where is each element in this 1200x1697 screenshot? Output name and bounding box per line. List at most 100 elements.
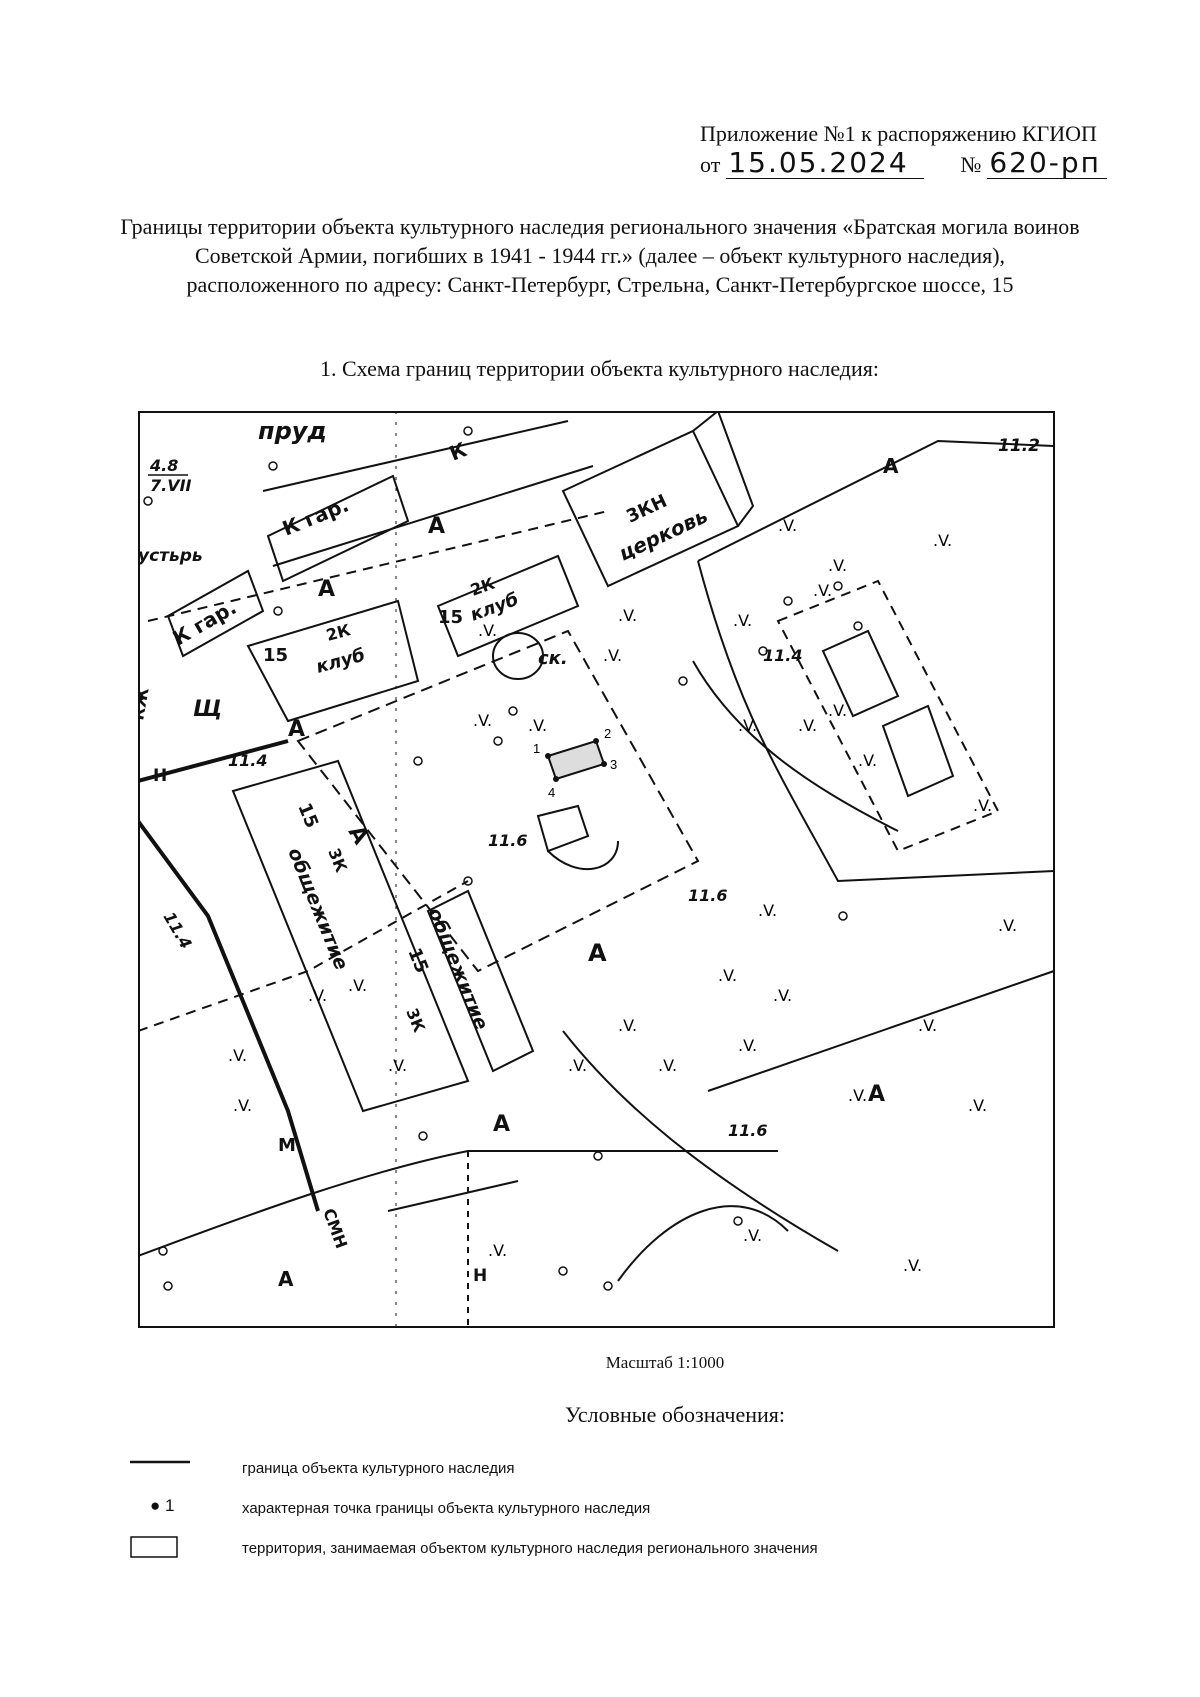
vegetation-mark: .V. [473,711,492,730]
label-elev-7-vii: 7.VII [150,476,192,495]
square-dashed [776,579,1000,853]
label-a-6: А [868,1082,885,1107]
tree-circle [593,1151,603,1161]
vegetation-mark: .V. [488,1241,507,1260]
appendix-header: Приложение №1 к распоряжению КГИОП от 15… [700,120,1160,179]
boundary-map: 1 2 3 4 .V..V..V..V..V..V..V..V..V..V..V… [138,411,1055,1328]
legend-title: Условные обозначения: [564,1402,786,1427]
vegetation-mark: .V. [778,516,797,535]
tree-circle [273,606,283,616]
garage-block-2 [166,569,265,658]
point-label-1: 1 [533,741,540,756]
vegetation-mark: .V. [738,1036,757,1055]
boundary-point-2 [593,738,599,744]
monument-curve [547,840,619,870]
label-elev-11-4a: 11.4 [228,751,267,770]
vegetation-mark: .V. [568,1056,587,1075]
vegetation-mark: .V. [528,716,547,735]
vegetation-mark: .V. [773,986,792,1005]
tree-circle [603,1281,613,1291]
label-ustye: устьрь [138,546,203,566]
decree-line: от 15.05.2024 № 620-рп [700,148,1160,179]
vegetation-mark: .V. [228,1046,247,1065]
vegetation-mark: .V. [813,581,832,600]
church-apse [692,411,755,527]
plot-2 [881,704,955,798]
label-elev-11-6c: 11.6 [728,1121,767,1140]
tree-circle [268,461,278,471]
boundary-point-4 [553,776,559,782]
label-elev-11-2: 11.2 [998,436,1040,456]
section-heading: 1. Схема границ территории объекта культ… [320,356,880,381]
boundary-line-symbol [130,1460,190,1464]
label-a-1: А [428,514,445,539]
dorm-block-2 [426,889,535,1073]
square-edge [697,439,1055,562]
heritage-boundary [138,739,289,783]
tree-circle [158,1246,168,1256]
vegetation-mark: .V. [618,1016,637,1035]
vegetation-mark: .V. [618,606,637,625]
road-lower-2 [387,1180,519,1212]
vegetation-mark: .V. [738,716,757,735]
vegetation-mark: .V. [718,966,737,985]
label-a-9: А [883,454,899,478]
road-lower-curve [617,1205,789,1282]
label-m: М [278,1135,296,1156]
label-elev-11-4b: 11.4 [763,646,802,665]
label-a-5: А [588,939,607,967]
heritage-boundary-2 [138,819,320,1212]
monument-plinth [536,804,590,853]
vegetation-mark: .V. [933,531,952,550]
label-a-7: А [493,1112,510,1137]
garage-block-1 [266,474,410,583]
vegetation-mark: .V. [233,1096,252,1115]
boundary-point-3 [601,761,607,767]
label-elev-4-8: 4.8 [149,456,178,475]
label-a-3: А [288,717,305,742]
label-a-2: А [318,577,335,602]
tree-circle [163,1281,173,1291]
vegetation-mark: .V. [348,976,367,995]
vegetation-mark: .V. [998,916,1017,935]
label-a-8: А [278,1267,294,1291]
vegetation-mark: .V. [388,1056,407,1075]
label-sk: ск. [538,648,568,669]
tree-circle [758,646,768,656]
map-lines [138,411,1055,1327]
heritage-object: 1 2 3 4 [533,726,617,800]
boundary-point-1 [545,753,551,759]
fountain [492,632,544,680]
appendix-line: Приложение №1 к распоряжению КГИОП [700,121,1097,146]
vegetation-mark: .V. [848,1086,867,1105]
vegetation-mark: .V. [968,1096,987,1115]
vegetation-mark: .V. [903,1256,922,1275]
vegetation-marks: .V. .V. .V. .V. .V. .V. .V. .V. .V. .V. .V. .V. .V..… [143,426,1017,1291]
tree-circle [493,736,503,746]
club-block-1 [436,554,580,658]
decree-date: 15.05.2024 [726,148,925,179]
point-dot-icon: ● [150,1496,161,1515]
label-elev-11-6b: 11.6 [688,886,727,905]
vegetation-mark: .V. [733,611,752,630]
tree-circle [418,1131,428,1141]
tree-circle [413,756,423,766]
tree-circle [733,1216,743,1226]
dashed-boundary [138,880,469,1032]
map-scale: Масштаб 1:1000 [605,1353,725,1372]
label-shch: Щ [193,697,222,722]
vegetation-mark: .V. [828,556,847,575]
map-frame [138,411,1055,1328]
label-house-15-2: 15 [263,645,288,666]
point-label-4: 4 [548,785,555,800]
vegetation-mark: .V. [828,701,847,720]
vegetation-mark: .V. [603,646,622,665]
vegetation-mark: .V. [308,986,327,1005]
inner-dashed-boundary [296,629,700,973]
path-curve [562,1030,839,1252]
vegetation-mark: .V. [973,796,992,815]
dashed-line [147,510,609,622]
club-block-2 [246,599,420,723]
path-curve-2 [692,660,899,832]
vegetation-mark: .V. [478,621,497,640]
